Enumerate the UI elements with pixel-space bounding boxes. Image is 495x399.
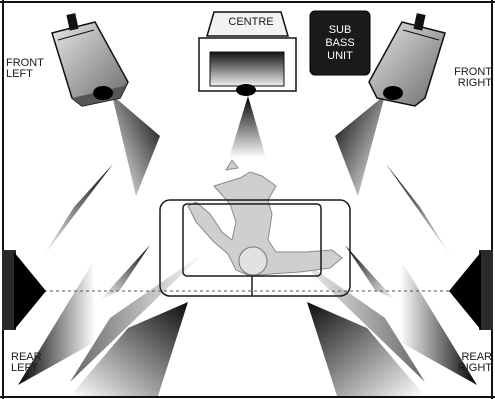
rear-left-label: REAR LEFT bbox=[11, 352, 42, 374]
rear-right-label-line2: RIGHT bbox=[440, 363, 492, 374]
front-right-speaker bbox=[369, 13, 445, 106]
beam-front-right-main bbox=[335, 95, 385, 196]
beam-centre bbox=[229, 96, 266, 158]
front-right-label-line2: RIGHT bbox=[440, 78, 492, 89]
rear-left-label-line2: LEFT bbox=[11, 363, 42, 374]
rear-left-speaker bbox=[2, 250, 46, 330]
subwoofer-label-line2: BASS bbox=[312, 37, 368, 50]
rear-right-label: REAR RIGHT bbox=[440, 352, 492, 374]
subwoofer-label: SUB BASS UNIT bbox=[312, 24, 368, 63]
listener-figure bbox=[188, 160, 342, 276]
front-left-label: FRONT LEFT bbox=[6, 58, 44, 80]
centre-label-text: CENTRE bbox=[224, 17, 278, 28]
rear-right-speaker bbox=[449, 250, 493, 330]
beam-right-rear-up bbox=[345, 245, 395, 300]
front-left-speaker bbox=[52, 13, 128, 106]
beam-left-rear-up bbox=[100, 245, 150, 300]
beam-left-upper bbox=[42, 164, 113, 258]
beam-front-left-main bbox=[112, 95, 160, 196]
front-right-label: FRONT RIGHT bbox=[440, 67, 492, 89]
front-left-label-line2: LEFT bbox=[6, 69, 44, 80]
beam-right-upper bbox=[386, 164, 452, 258]
subwoofer-label-line1: SUB bbox=[312, 24, 368, 37]
subwoofer-label-line3: UNIT bbox=[312, 50, 368, 63]
centre-label: CENTRE bbox=[224, 17, 278, 28]
